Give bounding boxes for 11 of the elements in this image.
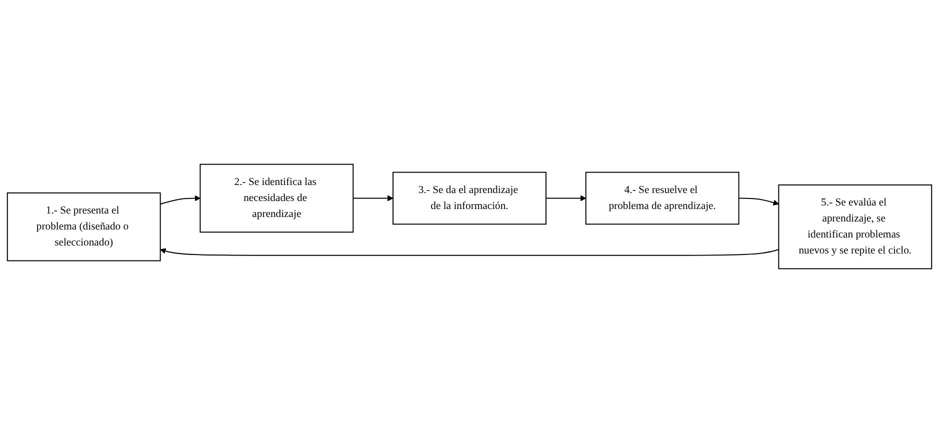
arrow: [352, 196, 394, 202]
node-box: [585, 172, 740, 226]
node-box: [778, 184, 932, 270]
arrow: [160, 196, 200, 206]
node-box: [200, 164, 354, 234]
node-box: [6, 192, 161, 262]
cycle-diagram: 1.- Se presenta el problema (diseñado o seleccionado) 2.- Se identifica las necesidades de aprendizaje 3.- Se da el aprendizaje de la información. 4.- Se resuelve el problema de aprendizaje. 5.- Se evalúa el aprendizaje, se identifican problemas nuevos y se repite el ciclo.: [2, 159, 937, 275]
node-box: [392, 172, 546, 226]
arrow: [738, 198, 779, 206]
arrow: [160, 248, 780, 256]
arrow: [545, 196, 586, 202]
